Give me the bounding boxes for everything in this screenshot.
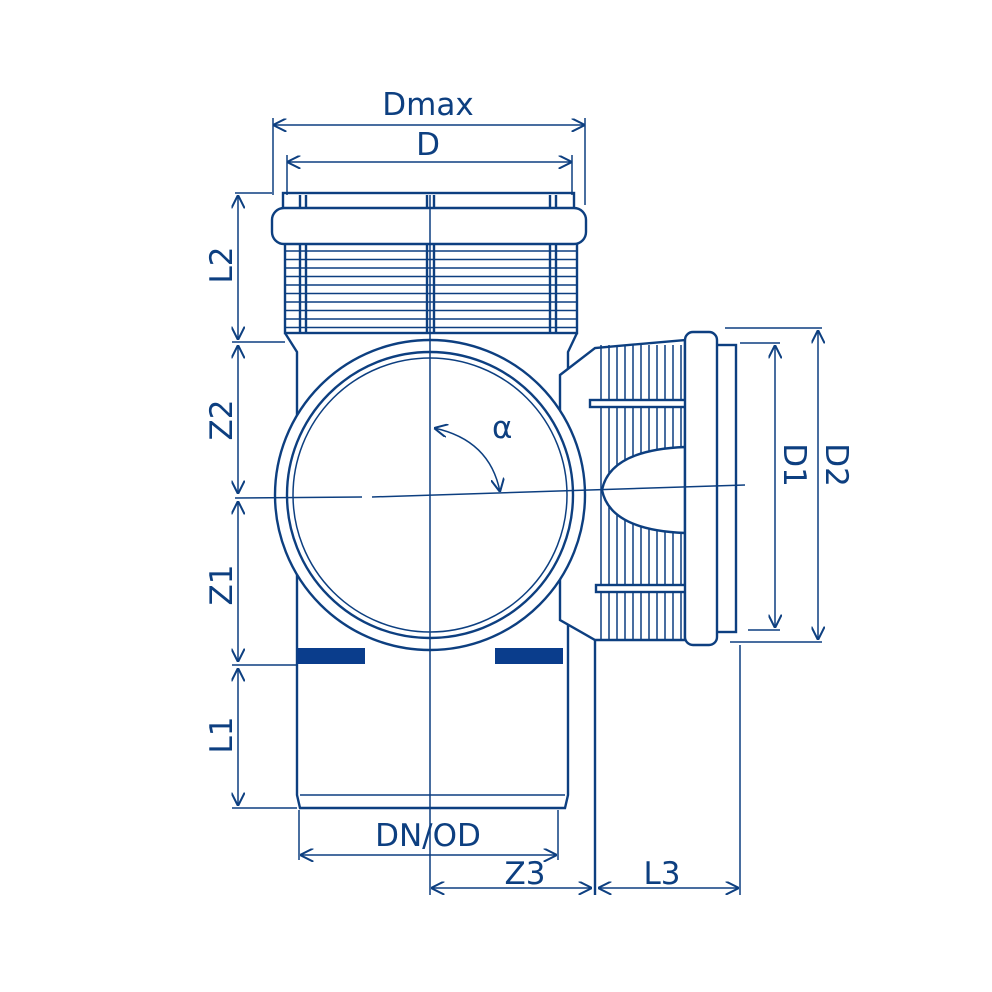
label-z2: Z2 bbox=[204, 400, 240, 441]
dim-left bbox=[232, 192, 297, 809]
label-z1: Z1 bbox=[204, 565, 240, 606]
label-dmax: Dmax bbox=[382, 87, 473, 123]
side-branch bbox=[558, 330, 738, 895]
centre-lines bbox=[234, 195, 746, 895]
label-d2: D2 bbox=[818, 443, 854, 487]
top-socket bbox=[270, 191, 588, 335]
label-l3: L3 bbox=[644, 856, 681, 892]
dim-top bbox=[272, 118, 586, 205]
insertion-marker-right bbox=[495, 648, 563, 664]
angle-arc bbox=[434, 428, 500, 492]
dim-bottom bbox=[298, 645, 741, 895]
label-l2: L2 bbox=[204, 247, 240, 284]
label-d: D bbox=[416, 127, 440, 163]
label-dnod: DN/OD bbox=[375, 818, 481, 854]
insertion-marker-left bbox=[297, 648, 365, 664]
label-d1: D1 bbox=[776, 443, 812, 487]
label-z3: Z3 bbox=[505, 856, 546, 892]
label-alpha: α bbox=[492, 410, 512, 446]
label-l1: L1 bbox=[204, 717, 240, 754]
dim-right bbox=[725, 327, 822, 643]
